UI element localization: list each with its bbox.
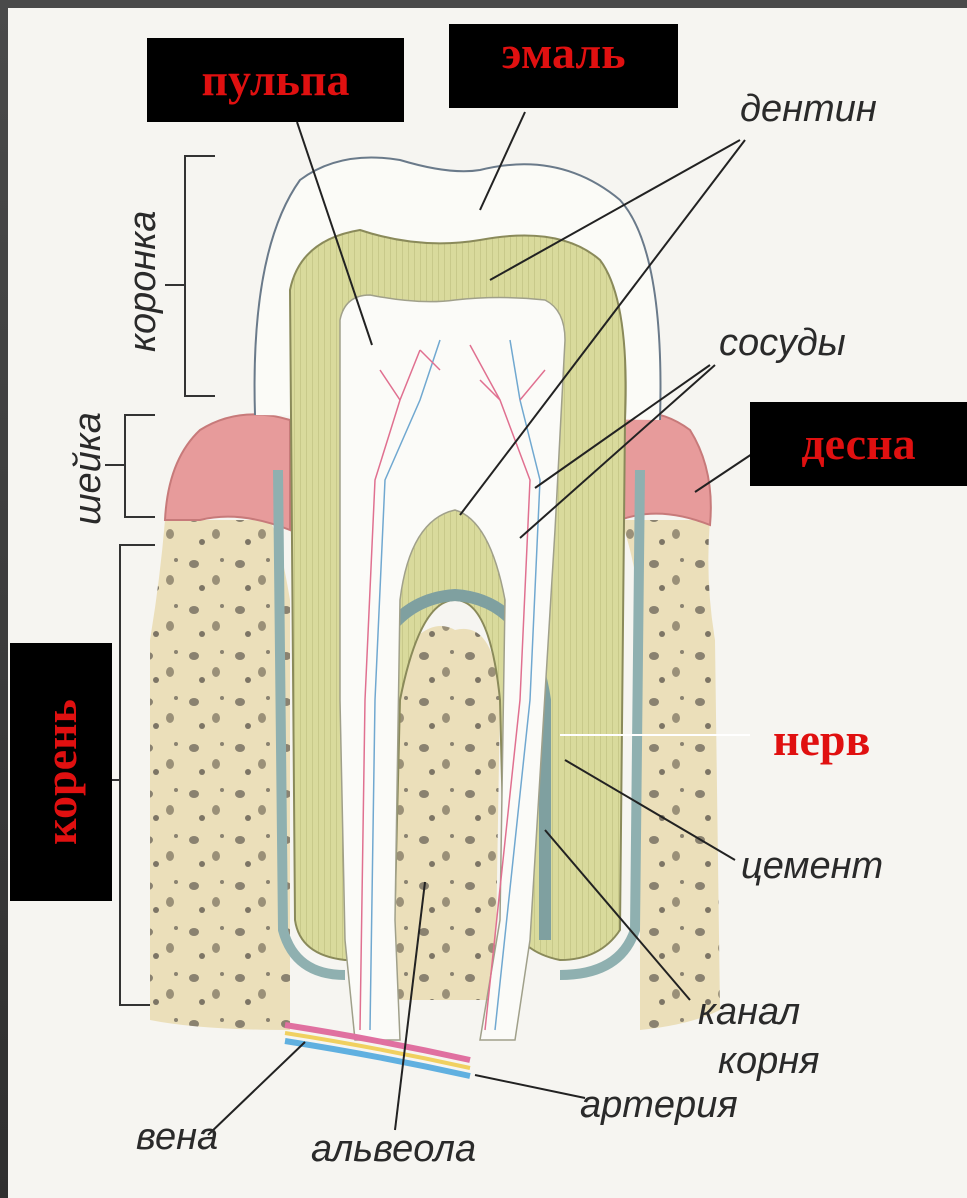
label-desna: десна: [750, 402, 967, 486]
vein-band: [285, 1041, 470, 1076]
label-cement: цемент: [741, 847, 883, 885]
label-pulpa: пульпа: [147, 38, 404, 122]
label-arteria: артерия: [580, 1086, 738, 1124]
gum-left: [165, 414, 290, 530]
label-sheika: шейка: [69, 425, 107, 525]
label-nerv: нерв: [773, 717, 870, 763]
label-kanal: канал: [698, 993, 800, 1031]
label-sosudy: сосуды: [719, 324, 846, 362]
tooth-diagram: [8, 8, 967, 1198]
label-emal: эмаль: [449, 24, 678, 108]
diagram-page: пульпа эмаль десна корень нерв дентин со…: [8, 8, 967, 1198]
label-koronka: коронка: [124, 232, 162, 352]
label-koren: корень: [10, 643, 112, 901]
label-alveola: альвеола: [311, 1130, 476, 1168]
label-dentin: дентин: [740, 90, 877, 128]
bone-left: [150, 520, 290, 1030]
label-vena: вена: [136, 1118, 218, 1156]
label-kornya: корня: [718, 1042, 819, 1080]
